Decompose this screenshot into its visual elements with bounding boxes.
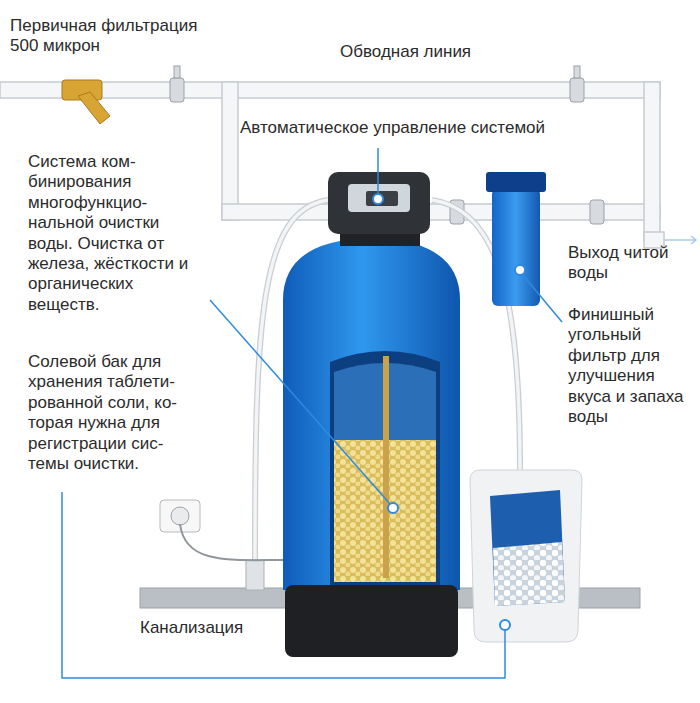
leader-dot: [388, 503, 398, 513]
carbon-filter: [492, 188, 540, 306]
tank-cutaway: [330, 351, 440, 585]
callout-label: Система ком- бинирования многофункцио- н…: [28, 152, 203, 315]
power-outlet: [171, 507, 189, 525]
leader-line: [377, 148, 379, 196]
callout-label: Выход читой воды: [568, 243, 688, 284]
salt-tank: [470, 470, 582, 642]
salt-pellets: [493, 542, 565, 606]
y-strainer: [62, 80, 110, 124]
riser-tube: [383, 356, 389, 578]
tank-base: [285, 585, 458, 657]
leader-dot: [515, 265, 525, 275]
callout-label: Финишный угольный фильтр для улучшения в…: [568, 305, 686, 427]
valve: [174, 66, 180, 78]
drain-funnel: [246, 560, 264, 590]
control-display: [348, 184, 410, 212]
flow-arrow: [664, 236, 696, 244]
filter-tank: [283, 238, 460, 590]
callout-label: Солевой бак для хранения таблети- рованн…: [28, 352, 208, 474]
valve: [170, 78, 184, 102]
leader-line: [210, 300, 391, 505]
valve: [570, 78, 584, 102]
leader-line: [522, 274, 562, 322]
pipe: [644, 82, 660, 242]
control-display: [366, 191, 398, 206]
control-head: [328, 172, 430, 234]
callout-label: Автоматическое управление системой: [240, 118, 545, 138]
callout-label: Канализация: [140, 618, 243, 638]
leader-dot: [373, 194, 525, 630]
power-cable: [180, 524, 285, 560]
salt-tank-cutaway: [490, 490, 565, 606]
leader-line: [62, 492, 505, 678]
callout-label: Первичная фильтрация 500 микрон: [10, 16, 220, 57]
leader-dot: [373, 194, 383, 204]
carbon-filter-cap: [486, 172, 546, 192]
valve: [590, 200, 604, 224]
callout-label: Обводная линия: [340, 42, 471, 62]
y-strainer: [78, 92, 110, 124]
leader-dot: [500, 620, 510, 630]
pipe: [222, 82, 238, 220]
valve: [574, 66, 580, 78]
